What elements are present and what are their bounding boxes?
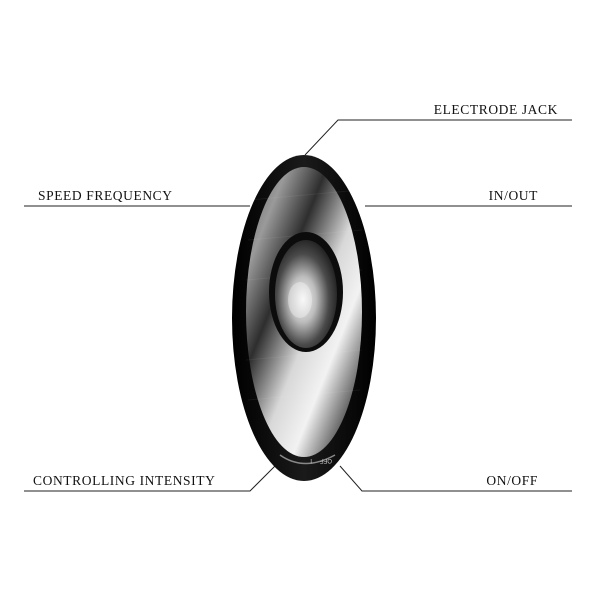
label-on-off: ON/OFF [486,473,538,488]
device: I OFF [232,155,376,481]
leader-electrode-jack [304,119,572,156]
label-electrode-jack: ELECTRODE JACK [433,102,558,117]
label-in-out: IN/OUT [488,188,538,203]
leader-on-off [339,465,572,492]
label-speed-frequency: SPEED FREQUENCY [38,188,173,203]
leader-lines [24,119,572,492]
switch-mark-off: OFF [320,457,332,463]
leader-controlling-intensity [24,465,276,492]
label-controlling-intensity: CONTROLLING INTENSITY [33,473,216,488]
switch-arc [279,454,336,465]
control-button [275,240,337,348]
switch-mark-on: I [310,457,312,463]
